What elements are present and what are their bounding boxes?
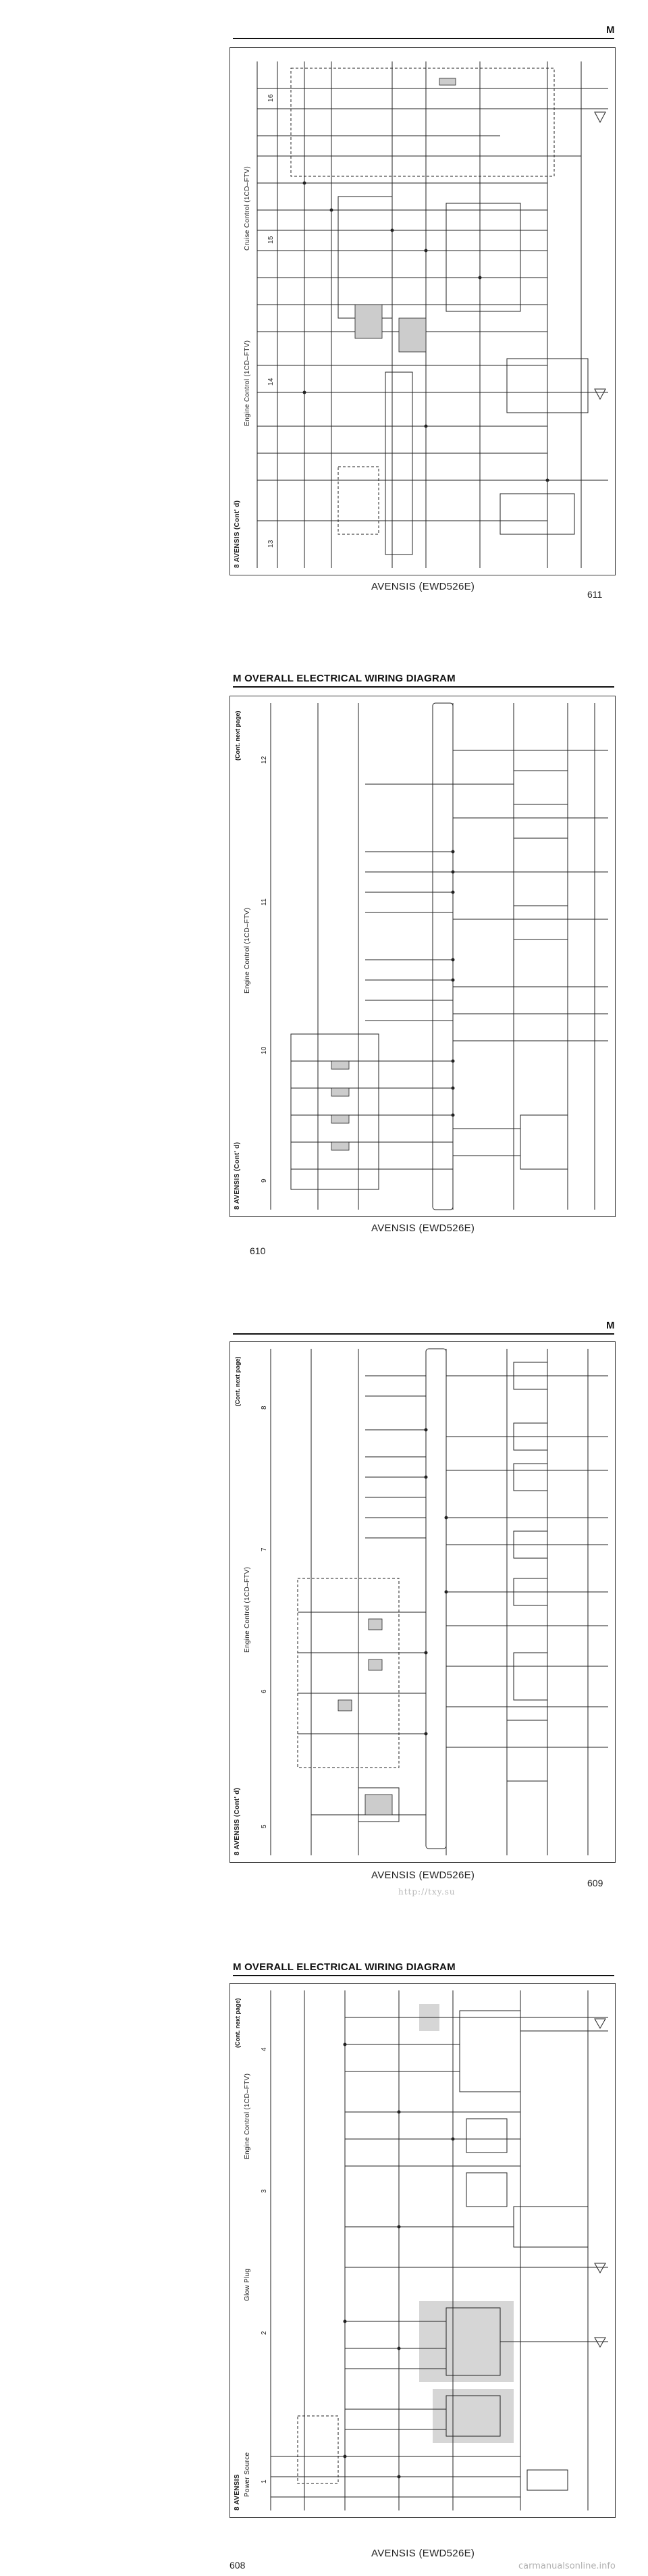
page-title: M OVERALL ELECTRICAL WIRING DIAGRAM: [233, 1961, 456, 1973]
page-number: 610: [250, 1245, 266, 1256]
header-rule: [233, 686, 614, 688]
column-number: 11: [261, 898, 268, 906]
footer-model: AVENSIS (EWD526E): [371, 2548, 475, 2559]
header-rule: [233, 1975, 614, 1976]
page-title: M OVERALL ELECTRICAL WIRING DIAGRAM: [233, 673, 456, 684]
column-number: 16: [267, 94, 275, 102]
wiring-diagram-608: 8 AVENSIS Power Source Glow Plug Engine …: [230, 1983, 616, 2518]
column-number: 15: [267, 236, 275, 244]
page-header-letter: M: [606, 1320, 615, 1331]
watermark: http://txy.su: [398, 1887, 456, 1897]
column-number: 6: [261, 1689, 268, 1693]
column-number: 13: [267, 540, 275, 548]
page-number: 611: [587, 589, 603, 600]
column-number: 3: [261, 2189, 268, 2193]
section-label: 8 AVENSIS: [234, 2474, 241, 2510]
system-label-engine: Engine Control (1CD–FTV): [244, 1566, 251, 1653]
wiring-lines: [270, 1990, 608, 2510]
continue-label: (Cont. next page): [234, 711, 241, 761]
column-number: 12: [261, 756, 268, 764]
wiring-lines: [270, 1348, 608, 1855]
site-watermark: carmanualsonline.info: [518, 2561, 616, 2571]
column-number: 4: [261, 2047, 268, 2051]
system-label-cruise: Cruise Control (1CD–FTV): [244, 165, 251, 251]
column-number: 9: [261, 1179, 268, 1183]
wiring-lines: [270, 702, 608, 1210]
system-label-power-source: Power Source: [244, 2452, 251, 2497]
system-label-engine: Engine Control (1CD–FTV): [244, 340, 251, 426]
column-number: 10: [261, 1046, 268, 1054]
section-label: 8 AVENSIS (Cont' d): [234, 500, 241, 568]
header-rule: [233, 38, 614, 39]
wiring-diagram-611: 8 AVENSIS (Cont' d) Engine Control (1CD–…: [230, 47, 616, 575]
page-609: M: [0, 1297, 648, 1925]
section-label: 8 AVENSIS (Cont' d): [234, 1141, 241, 1210]
header-rule: [233, 1333, 614, 1335]
continue-label: (Cont. next page): [234, 1356, 241, 1407]
footer-model: AVENSIS (EWD526E): [371, 1870, 475, 1881]
column-number: 14: [267, 378, 275, 386]
wiring-diagram-610: 8 AVENSIS (Cont' d) Engine Control (1CD–…: [230, 696, 616, 1217]
footer-model: AVENSIS (EWD526E): [371, 1222, 475, 1234]
page-header-letter: M: [606, 24, 615, 36]
wiring-diagram-609: 8 AVENSIS (Cont' d) Engine Control (1CD–…: [230, 1341, 616, 1863]
page-number: 608: [230, 2560, 246, 2571]
column-number: 8: [261, 1406, 268, 1410]
continue-label: (Cont. next page): [234, 1998, 241, 2049]
system-label-glow-plug: Glow Plug: [244, 2268, 251, 2301]
column-number: 2: [261, 2331, 268, 2335]
page-608: M OVERALL ELECTRICAL WIRING DIAGRAM: [0, 1938, 648, 2576]
section-label: 8 AVENSIS (Cont' d): [234, 1787, 241, 1855]
page-610: M OVERALL ELECTRICAL WIRING DIAGRAM: [0, 648, 648, 1283]
system-label-engine: Engine Control (1CD–FTV): [244, 907, 251, 994]
column-number: 7: [261, 1547, 268, 1551]
column-number: 1: [261, 2479, 268, 2483]
column-number: 5: [261, 1824, 268, 1828]
footer-model: AVENSIS (EWD526E): [371, 581, 475, 592]
page-611: M: [0, 0, 648, 635]
system-label-engine: Engine Control (1CD–FTV): [244, 2073, 251, 2159]
wiring-lines: [256, 61, 608, 568]
page-number: 609: [587, 1878, 603, 1888]
